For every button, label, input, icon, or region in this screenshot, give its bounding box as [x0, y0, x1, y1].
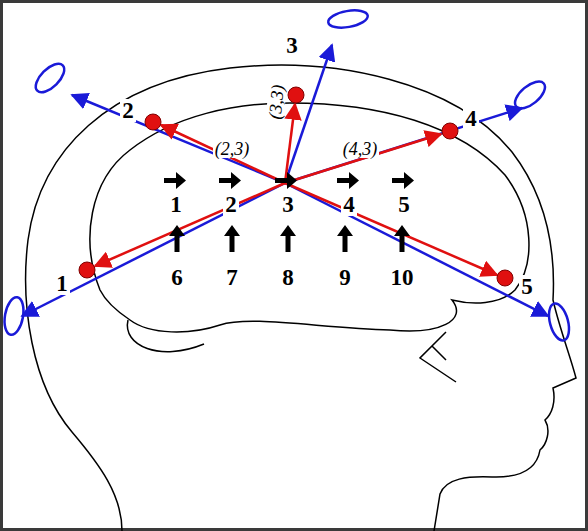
- dipole-number: 6: [169, 266, 185, 289]
- electrode-number: 5: [519, 275, 535, 298]
- dipole-number: 1: [168, 193, 184, 216]
- cerebellum-outline: [127, 320, 204, 352]
- electrode-number: 4: [463, 107, 479, 130]
- field-arrow: [285, 45, 332, 183]
- electrode-dot: [79, 262, 95, 278]
- brain-outline: [90, 103, 529, 332]
- electrode-number: 1: [54, 272, 70, 295]
- field-arrow: [285, 108, 522, 183]
- lead-arrow: [285, 134, 441, 183]
- sensor-coil: [510, 77, 549, 114]
- dipole-arrow: [392, 172, 414, 189]
- dipole-number: 5: [396, 193, 412, 216]
- field-arrow: [285, 183, 548, 316]
- eye-symbol: [420, 332, 456, 382]
- dipole-arrow: [394, 225, 410, 252]
- dipole-arrow: [275, 172, 297, 189]
- electrode-number: 3: [284, 34, 300, 57]
- dipole-coordinate: (2,3): [213, 140, 252, 158]
- electrode-dot: [497, 270, 513, 286]
- dipole-number: 2: [223, 193, 239, 216]
- dipole-arrow: [224, 225, 240, 252]
- electrode-number: 2: [120, 99, 136, 122]
- dipole-coordinate: (4,3): [341, 140, 380, 158]
- dipole-coordinate: (3,3): [265, 82, 286, 122]
- dipole-arrow: [219, 172, 241, 189]
- sensor-coil: [327, 8, 369, 31]
- lead-arrow: [95, 183, 285, 266]
- dipole-arrow: [280, 225, 296, 252]
- lead-arrow: [161, 125, 285, 183]
- dipole-number: 7: [224, 266, 240, 289]
- dipole-number: 9: [337, 266, 353, 289]
- lead-arrow: [285, 183, 497, 275]
- field-arrow: [22, 183, 285, 316]
- electrode-dot: [442, 123, 458, 139]
- sensor-coil: [31, 59, 69, 97]
- sensor-coil: [545, 301, 572, 342]
- dipole-number: 3: [280, 193, 296, 216]
- electrode-dot: [288, 87, 304, 103]
- dipole-arrow: [164, 172, 186, 189]
- dipole-number: 4: [341, 193, 357, 216]
- dipole-arrow: [337, 172, 359, 189]
- field-arrow: [72, 95, 285, 183]
- dipole-arrow: [169, 225, 185, 252]
- dipole-number: 8: [280, 266, 296, 289]
- lead-arrow: [285, 104, 295, 183]
- dipole-number: 10: [389, 266, 416, 289]
- dipole-arrow: [337, 225, 353, 252]
- electrode-dot: [145, 114, 161, 130]
